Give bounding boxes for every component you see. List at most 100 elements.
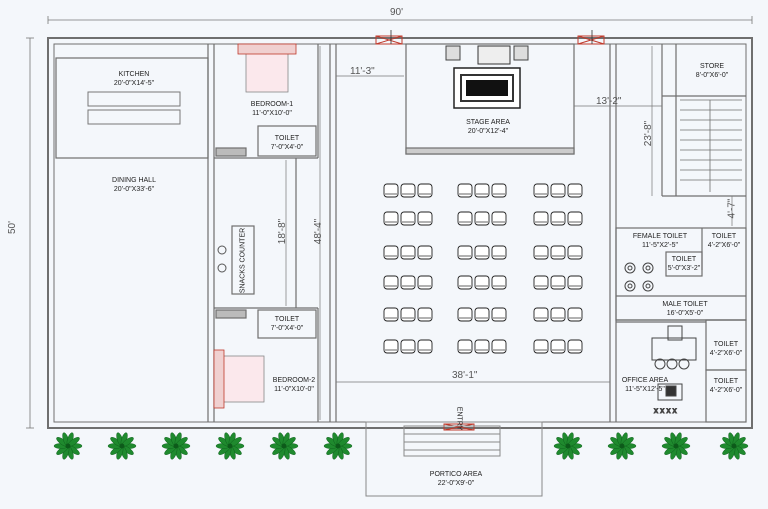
chair [567, 275, 583, 290]
chair [400, 211, 416, 226]
stage-podium [445, 45, 529, 109]
chair [474, 307, 490, 322]
chair [474, 211, 490, 226]
chair [457, 183, 473, 198]
chair [474, 183, 490, 198]
chair [491, 339, 507, 354]
snack-stools [217, 245, 227, 273]
bedroom1-name: BEDROOM-1 [250, 101, 294, 108]
office-label: OFFICE AREA 11'-5"X12'-5" [616, 376, 674, 394]
chair [383, 211, 399, 226]
female-toilet-label: FEMALE TOILET 11'-5"X2'-5" [618, 232, 702, 250]
toilet-d-label: TOILET 4'-2"X6'-0" [706, 377, 746, 395]
male-toilet-size: 16'-0"X5'-0" [666, 310, 704, 317]
toilet-d-size: 4'-2"X6'-0" [709, 387, 743, 394]
toilet2-name: TOILET [274, 316, 300, 323]
toilet1-name: TOILET [274, 135, 300, 142]
chair [474, 339, 490, 354]
landscape-plants [53, 432, 749, 460]
plant-icon [719, 432, 749, 460]
toilet-c-size: 4'-2"X6'-0" [709, 350, 743, 357]
chair [533, 275, 549, 290]
overall-height: 50' [7, 220, 19, 235]
overall-width: 90' [390, 7, 404, 18]
chair [383, 307, 399, 322]
toilet2-size: 7'-0"X4'-0" [270, 325, 304, 332]
window-arrows [390, 30, 593, 44]
stage-size: 20'-0"X12'-4" [467, 128, 509, 135]
toilet1-label: TOILET 7'-0"X4'-0" [258, 134, 316, 152]
chair [550, 339, 566, 354]
portico-name: PORTICO AREA [429, 471, 483, 478]
chair [550, 275, 566, 290]
bedroom2-label: BEDROOM-2 11'-0"X10'-0" [262, 376, 326, 394]
chair [383, 339, 399, 354]
office-name: OFFICE AREA [621, 377, 669, 384]
male-toilet-name: MALE TOILET [662, 301, 708, 308]
toilet-a-name: TOILET [711, 233, 737, 240]
plant-icon [269, 432, 299, 460]
plant-icon [607, 432, 637, 460]
chair [567, 183, 583, 198]
stage-name: STAGE AREA [466, 119, 510, 126]
store-label: STORE 8'-0"X6'-0" [680, 62, 744, 80]
dining-size: 20'-0"X33'-6" [113, 186, 155, 193]
dim-18-8: 18'-8" [277, 218, 289, 245]
portico-size: 22'-0"X9'-0" [437, 480, 475, 487]
bedroom2-size: 11'-0"X10'-0" [274, 386, 314, 393]
female-toilet-size: 11'-5"X2'-5" [642, 242, 678, 249]
plant-icon [215, 432, 245, 460]
chair [567, 211, 583, 226]
chair [533, 307, 549, 322]
chair [457, 275, 473, 290]
chair [457, 339, 473, 354]
chair [491, 211, 507, 226]
chair [383, 245, 399, 260]
office-furniture: x x x x [651, 325, 697, 416]
chair [567, 339, 583, 354]
seating-chairs [383, 183, 583, 354]
chair [533, 245, 549, 260]
store-name: STORE [700, 63, 724, 70]
kitchen-size: 20'-0"X14'-5" [113, 80, 155, 87]
bed-2 [213, 349, 265, 409]
dining-name: DINING HALL [112, 177, 156, 184]
chair [567, 307, 583, 322]
toilet-b-label: TOILET 5'-0"X3'-2" [666, 255, 702, 273]
chair [417, 339, 433, 354]
interior-walls [55, 43, 747, 423]
chair [550, 211, 566, 226]
chair [417, 211, 433, 226]
plant-icon [107, 432, 137, 460]
plant-icon [323, 432, 353, 460]
kitchen-counters [87, 91, 181, 125]
toilet-c-name: TOILET [713, 341, 739, 348]
chair [567, 245, 583, 260]
store-size: 8'-0"X6'-0" [695, 72, 729, 79]
chair [400, 307, 416, 322]
overall-dimension-lines [26, 16, 753, 429]
toilet-a-label: TOILET 4'-2"X6'-0" [702, 232, 746, 250]
dim-4-7: 4'-7" [726, 198, 738, 219]
windows [375, 35, 605, 431]
entry-label: ENTRY [455, 406, 463, 431]
chair [383, 275, 399, 290]
svg-text:x x x x: x x x x [654, 406, 677, 415]
toilet-a-size: 4'-2"X6'-0" [707, 242, 741, 249]
chair [533, 211, 549, 226]
female-toilet-name: FEMALE TOILET [632, 233, 688, 240]
portico-label: PORTICO AREA 22'-0"X9'-0" [410, 470, 502, 488]
male-toilet-label: MALE TOILET 16'-0"X5'-0" [650, 300, 720, 318]
chair [491, 275, 507, 290]
toilet2-label: TOILET 7'-0"X4'-0" [258, 315, 316, 333]
dim-48-4: 48'-4" [313, 218, 325, 245]
snacks-label: SNACKS COUNTER [239, 227, 247, 294]
chair [550, 183, 566, 198]
toilet-d-name: TOILET [713, 378, 739, 385]
plant-icon [161, 432, 191, 460]
chair [417, 275, 433, 290]
dining-label: DINING HALL 20'-0"X33'-6" [88, 176, 180, 194]
chair [533, 183, 549, 198]
toilet1-size: 7'-0"X4'-0" [270, 144, 304, 151]
